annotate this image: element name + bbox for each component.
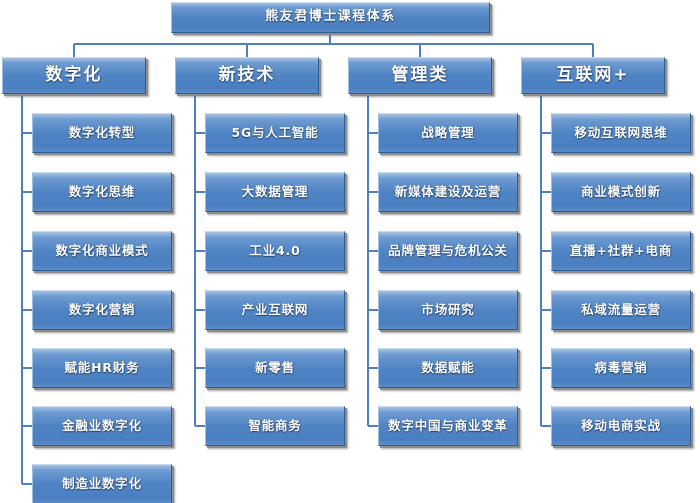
leaf-node[interactable]: 战略管理	[378, 113, 518, 153]
category-node-new-technology[interactable]: 新技术	[175, 57, 319, 94]
category-node-internet-plus[interactable]: 互联网+	[521, 57, 665, 94]
leaf-node[interactable]: 产业互联网	[205, 290, 345, 330]
leaf-node[interactable]: 数字化思维	[32, 172, 172, 212]
leaf-node[interactable]: 移动互联网思维	[551, 113, 691, 153]
leaf-node[interactable]: 数字中国与商业变革	[378, 406, 518, 446]
leaf-node[interactable]: 数字化转型	[32, 113, 172, 153]
leaf-node[interactable]: 5G与人工智能	[205, 113, 345, 153]
leaf-node[interactable]: 市场研究	[378, 290, 518, 330]
leaf-node[interactable]: 数字化商业模式	[32, 231, 172, 271]
leaf-node[interactable]: 数据赋能	[378, 348, 518, 388]
category-node-management[interactable]: 管理类	[348, 57, 492, 94]
root-node[interactable]: 熊友君博士课程体系	[171, 2, 490, 33]
leaf-node[interactable]: 品牌管理与危机公关	[378, 231, 518, 271]
leaf-node[interactable]: 新媒体建设及运营	[378, 172, 518, 212]
leaf-node[interactable]: 移动电商实战	[551, 406, 691, 446]
leaf-node[interactable]: 新零售	[205, 348, 345, 388]
category-node-digitalization[interactable]: 数字化	[2, 57, 146, 94]
leaf-node[interactable]: 私域流量运营	[551, 290, 691, 330]
leaf-node[interactable]: 制造业数字化	[32, 464, 172, 503]
leaf-node[interactable]: 工业4.0	[205, 231, 345, 271]
leaf-node[interactable]: 赋能HR财务	[32, 348, 172, 388]
leaf-node[interactable]: 金融业数字化	[32, 406, 172, 446]
leaf-node[interactable]: 智能商务	[205, 406, 345, 446]
leaf-node[interactable]: 直播+社群+电商	[551, 231, 691, 271]
leaf-node[interactable]: 商业模式创新	[551, 172, 691, 212]
leaf-node[interactable]: 病毒营销	[551, 348, 691, 388]
leaf-node[interactable]: 数字化营销	[32, 290, 172, 330]
leaf-node[interactable]: 大数据管理	[205, 172, 345, 212]
